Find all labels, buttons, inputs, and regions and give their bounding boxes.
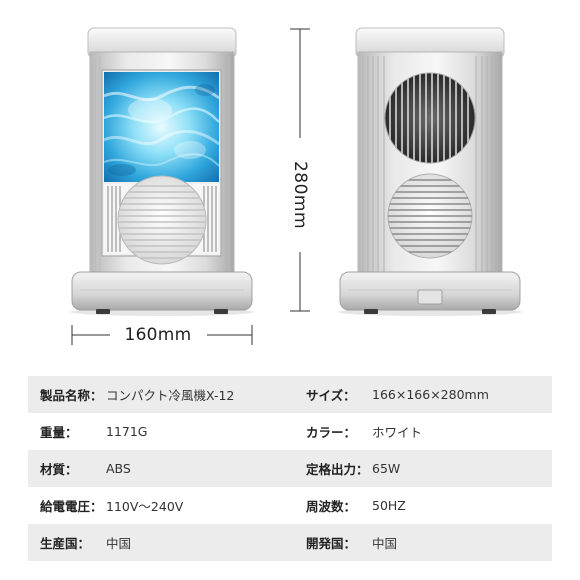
spec-value: 中国: [372, 536, 398, 551]
spec-value: ホワイト: [372, 425, 423, 440]
spec-label: 周波数：: [306, 499, 357, 514]
width-dimension-label: 160mm: [124, 325, 192, 345]
spec-label: 材質：: [40, 462, 78, 477]
spec-label: 製品名称：: [40, 388, 103, 403]
spec-row: 重量： 1171G カラー： ホワイト: [28, 413, 552, 450]
width-dimension-line: [71, 325, 253, 345]
height-dimension-label: 280mm: [290, 160, 311, 230]
spec-row: 給電電圧： 110V～240V 周波数： 50HZ: [28, 487, 552, 524]
front-view-cooler: [70, 27, 254, 316]
back-fan-lower-grille: [388, 179, 472, 253]
spec-value: 中国: [106, 536, 132, 551]
spec-label: カラー：: [306, 425, 357, 440]
spec-value: 166×166×280mm: [372, 387, 489, 402]
power-port: [417, 289, 443, 305]
spec-label: 重量：: [40, 425, 78, 440]
spec-row: 生産国： 中国 開発国： 中国: [28, 524, 552, 561]
spec-row: 材質： ABS 定格出力： 65W: [28, 450, 552, 487]
spec-value: ABS: [106, 461, 131, 476]
back-view-cooler: [338, 27, 522, 316]
spec-value: 1171G: [106, 424, 148, 439]
water-tank-shimmer: [104, 84, 219, 176]
spec-label: サイズ：: [306, 388, 356, 403]
product-illustration-area: 280mm 160mm: [70, 27, 522, 345]
spec-label: 給電電圧：: [40, 499, 103, 514]
spec-row: 製品名称： コンパクト冷風機X-12 サイズ： 166×166×280mm: [28, 376, 552, 413]
height-dimension-line: [290, 28, 310, 312]
spec-label: 定格出力：: [306, 462, 369, 477]
front-fan-grille: [118, 185, 206, 264]
spec-value: 65W: [372, 461, 401, 476]
spec-label: 開発国：: [306, 536, 357, 551]
spec-table: 製品名称： コンパクト冷風機X-12 サイズ： 166×166×280mm 重量…: [28, 376, 552, 561]
spec-label: 生産国：: [40, 536, 91, 551]
spec-value: 50HZ: [372, 498, 406, 513]
spec-value: コンパクト冷風機X-12: [106, 388, 235, 403]
spec-value: 110V～240V: [106, 499, 184, 514]
